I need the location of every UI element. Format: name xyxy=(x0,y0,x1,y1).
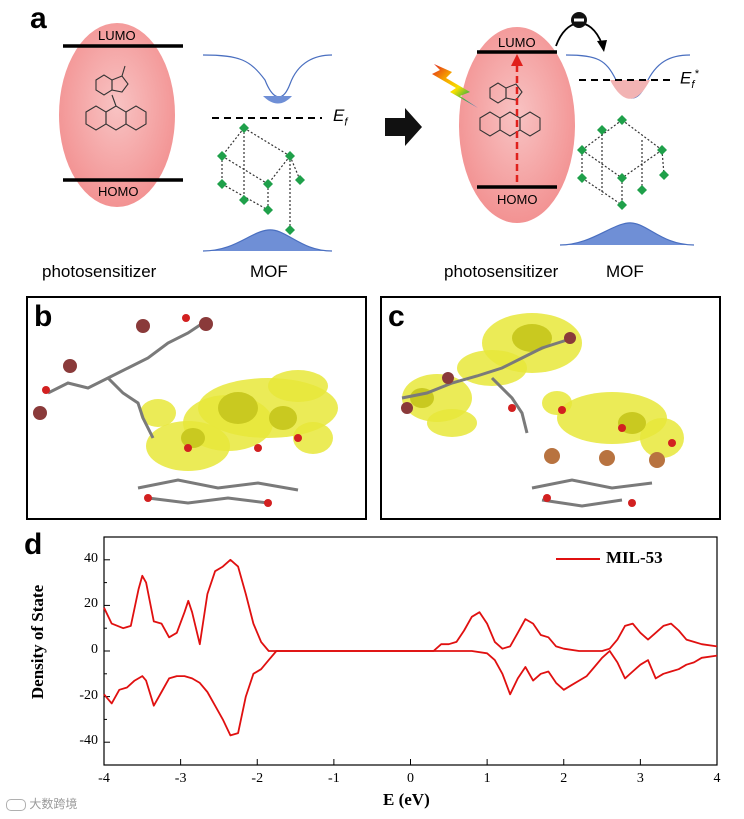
legend-label-mil53: MIL-53 xyxy=(606,548,663,567)
photosensitizer-caption-left: photosensitizer xyxy=(42,262,157,281)
y-axis-label: Density of State xyxy=(28,584,47,700)
watermark-text: 大数跨境 xyxy=(29,797,78,811)
electron-transfer-arrowhead xyxy=(597,40,607,52)
x-tick-label: 1 xyxy=(483,771,491,786)
homo-label-right: HOMO xyxy=(497,192,538,207)
fermi-label-right: Ef* xyxy=(680,68,699,92)
y-tick-label: -40 xyxy=(79,733,98,749)
x-tick-label: -2 xyxy=(251,771,264,786)
series-lines xyxy=(103,558,718,737)
mof-vb-fill-left xyxy=(203,229,332,251)
mof-vb-curve-left xyxy=(202,229,333,252)
panel-a-letter: a xyxy=(30,2,47,35)
excitation-arrowhead xyxy=(511,54,523,66)
axis-ticks xyxy=(103,536,718,766)
mof-lattice-left xyxy=(217,123,305,235)
panel-d-letter: d xyxy=(24,528,43,561)
fermi-label-left: Ef xyxy=(333,106,348,129)
photosensitizer-ellipse-left xyxy=(59,23,175,207)
mof-lattice-right xyxy=(577,115,669,210)
x-tick-label: -1 xyxy=(328,771,340,786)
watermark: 大数跨境 xyxy=(6,795,77,812)
watermark-logo-icon xyxy=(6,798,26,811)
x-tick-label: -4 xyxy=(98,771,110,786)
panel-b-letter: b xyxy=(34,300,53,333)
light-bolt-icon xyxy=(432,64,478,108)
panel-b-structure-render xyxy=(33,314,338,507)
photosensitizer-caption-right: photosensitizer xyxy=(444,262,559,281)
molecule-structure-right xyxy=(479,82,541,137)
panel-c-structure-render xyxy=(401,313,684,508)
panel-b-box: b xyxy=(26,296,367,520)
y-tick-label: -20 xyxy=(79,687,98,703)
molecule-structure-left xyxy=(85,65,147,131)
transition-arrow xyxy=(385,108,422,146)
y-tick-label: 0 xyxy=(91,642,98,657)
mof-caption-left: MOF xyxy=(250,262,288,281)
x-tick-label: -3 xyxy=(174,771,187,786)
x-tick-label: 2 xyxy=(560,771,568,786)
panel-a-schematic xyxy=(59,12,695,252)
series-line-spin-up xyxy=(103,558,718,652)
mof-caption-right: MOF xyxy=(606,262,644,281)
mof-vb-fill-right xyxy=(560,222,694,245)
lumo-label-left: LUMO xyxy=(98,28,136,43)
mof-cb-curve-left xyxy=(202,54,333,98)
mof-cb-fill-left xyxy=(263,96,292,104)
panel-c-box: c xyxy=(380,296,721,520)
lumo-label-right: LUMO xyxy=(498,35,536,50)
x-tick-label: 3 xyxy=(636,771,644,786)
panel-c-letter: c xyxy=(388,300,405,333)
y-tick-label: 20 xyxy=(84,596,98,612)
mof-vb-curve-right xyxy=(559,222,695,246)
homo-label-left: HOMO xyxy=(98,184,139,199)
mof-cb-fill-right xyxy=(610,80,650,99)
x-tick-label: 4 xyxy=(713,771,721,786)
x-axis-label: E (eV) xyxy=(383,790,430,809)
y-tick-label: 40 xyxy=(84,550,98,566)
x-tick-label: 0 xyxy=(407,771,414,786)
series-line-spin-down xyxy=(103,650,718,737)
